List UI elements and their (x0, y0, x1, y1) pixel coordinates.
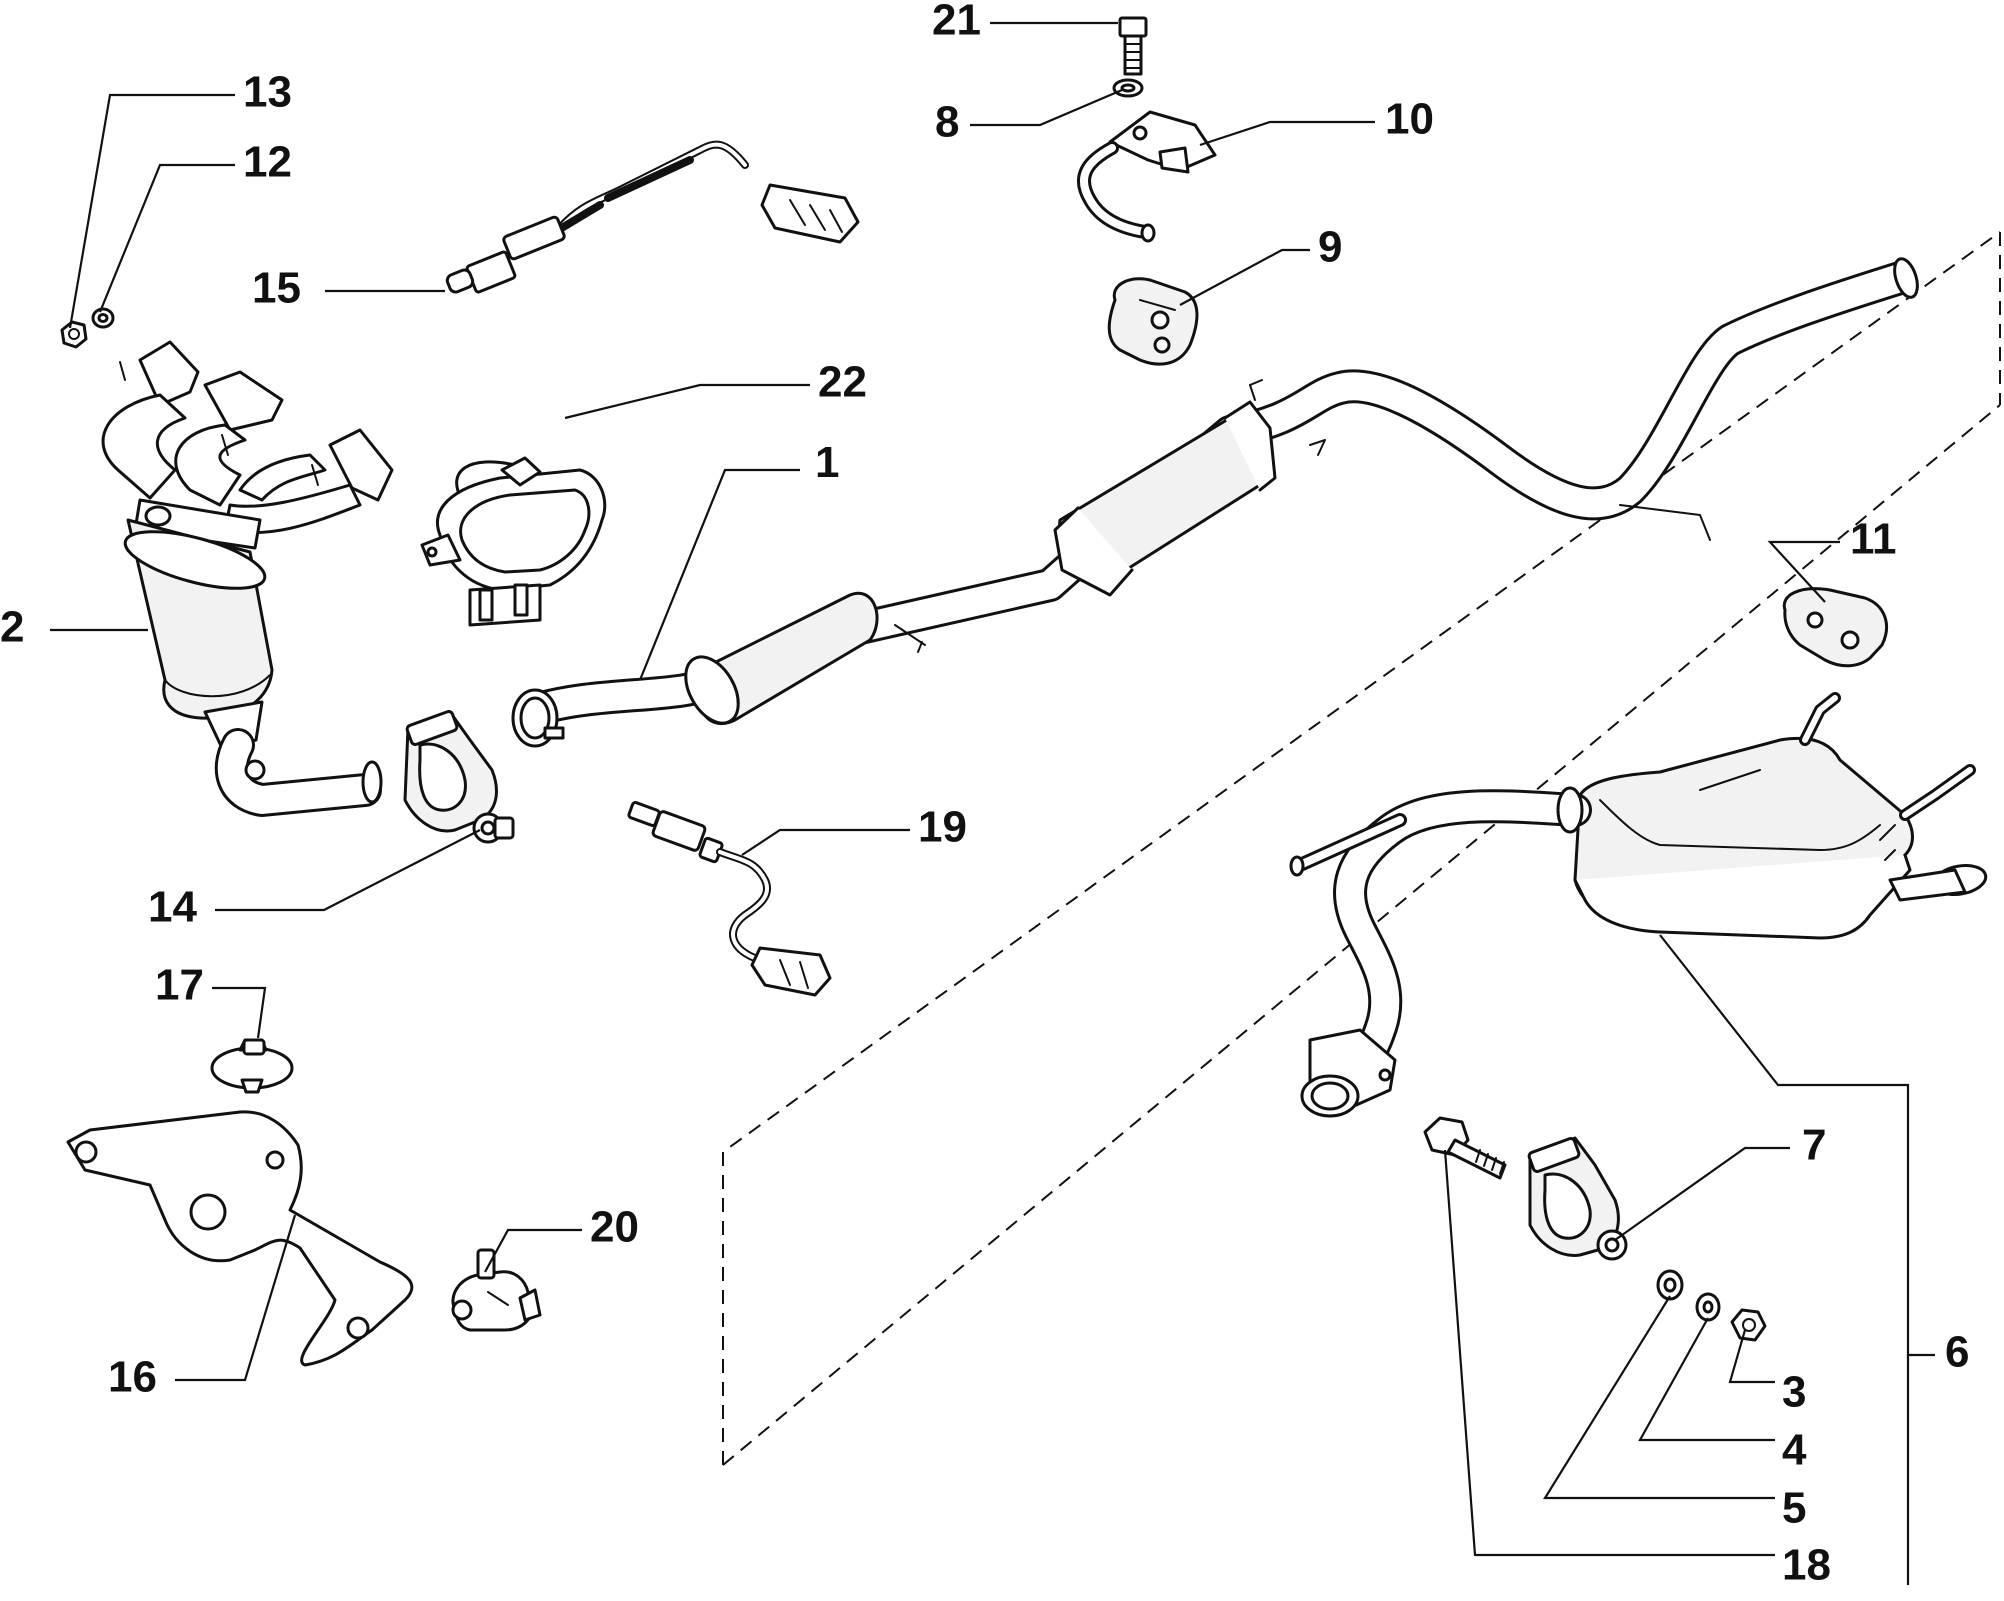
part-21-bolt (1118, 16, 1148, 76)
callout-4: 4 (1782, 1426, 1807, 1475)
callout-12: 12 (243, 138, 292, 187)
callout-2: 2 (0, 603, 24, 652)
callout-3: 3 (1782, 1368, 1806, 1417)
part-18-bolt (1423, 1116, 1507, 1180)
callout-17: 17 (155, 961, 204, 1010)
part-6-rear-silencer (1289, 692, 1988, 1118)
part-8-washer (1112, 78, 1144, 98)
callout-labels: 1 2 3 4 5 6 7 8 9 10 11 12 13 14 15 16 1… (0, 0, 1969, 1590)
callout-9: 9 (1318, 223, 1342, 272)
callout-21: 21 (932, 0, 981, 45)
callout-6: 6 (1945, 1328, 1969, 1377)
callout-10: 10 (1385, 95, 1434, 144)
part-13-nut (60, 320, 88, 349)
callout-8: 8 (935, 98, 959, 147)
part-9-rubber-mount (1107, 277, 1199, 366)
part-5-washer (1656, 1269, 1684, 1301)
callout-1: 1 (815, 438, 839, 487)
part-3-nut (1730, 1308, 1767, 1342)
part-15-oxygen-sensor (445, 140, 860, 294)
part-16-mounting-bracket (66, 1110, 414, 1367)
part-22-band-clamp (420, 456, 607, 627)
part-17-grommet (210, 1038, 294, 1094)
part-11-rubber-mount (1782, 587, 1888, 668)
callout-5: 5 (1782, 1484, 1806, 1533)
callout-14: 14 (148, 883, 197, 932)
part-4-washer (1695, 1292, 1721, 1322)
callout-18: 18 (1782, 1541, 1831, 1590)
leader-lines (50, 21, 1935, 1585)
callout-20: 20 (590, 1203, 639, 1252)
part-1-front-exhaust-pipe (511, 257, 1919, 748)
callout-15: 15 (252, 264, 301, 313)
callout-19: 19 (918, 803, 967, 852)
callout-22: 22 (818, 358, 867, 407)
part-14-pipe-clamp (403, 710, 515, 844)
callout-7: 7 (1802, 1121, 1826, 1170)
callout-13: 13 (243, 68, 292, 117)
part-19-rear-oxygen-sensor (627, 801, 832, 997)
part-12-washer (91, 307, 115, 329)
part-10-hanger-bracket (1077, 110, 1217, 243)
callout-16: 16 (108, 1353, 157, 1402)
part-7-pipe-clamp (1527, 1136, 1628, 1261)
callout-11: 11 (1850, 515, 1897, 564)
part-20-fastener-clip (451, 1248, 542, 1332)
part-2-manifold-catalytic-converter (101, 340, 394, 817)
